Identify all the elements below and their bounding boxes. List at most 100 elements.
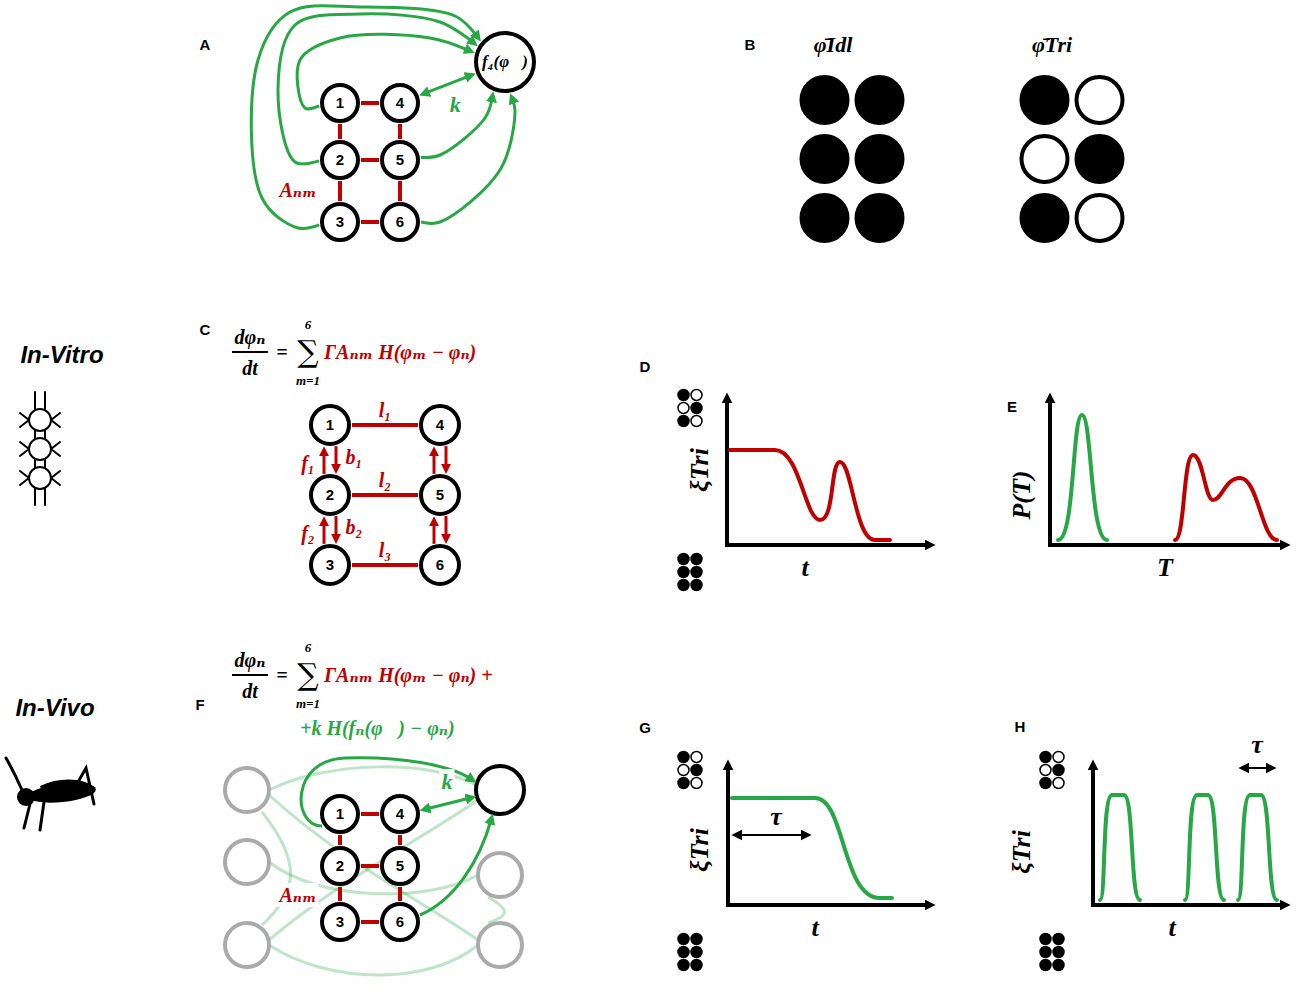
figure-label: dφₙ [235, 648, 266, 672]
figure-label: t [811, 913, 818, 943]
label-holder: ξTri [685, 448, 715, 492]
node-label: 4 [436, 417, 444, 434]
figure-label: ξTri [685, 448, 715, 492]
pattern-icon-dot [1040, 934, 1051, 945]
insect-icon [17, 779, 97, 806]
circle-node: 5 [380, 140, 420, 180]
node-label: 4 [396, 806, 404, 823]
figure-label: dφₙ [235, 325, 266, 349]
figure-label: τ [1251, 730, 1263, 760]
label-holder: ΓAₙₘ H(φₘ − φₙ) + [324, 663, 493, 687]
connector [361, 101, 379, 105]
pattern-icon-dot [1040, 960, 1051, 971]
neuron-chain-icon [20, 392, 60, 505]
figure-label: ξTri [685, 828, 715, 872]
phase-pattern-dot [1077, 195, 1123, 241]
faint-couplings [262, 767, 505, 975]
neuron-link [35, 428, 45, 442]
connector [421, 99, 515, 223]
plot-curves [730, 415, 1277, 900]
edge-label: b₂ [344, 516, 365, 539]
grey-neuron [478, 923, 522, 967]
insect-body [27, 780, 97, 805]
label-holder: dφₙ [235, 648, 266, 672]
connector [335, 516, 338, 538]
neuron-body [29, 409, 51, 431]
phase-pattern-dot [1077, 77, 1123, 123]
circle-node: 5 [419, 474, 461, 516]
faint-link [262, 812, 291, 925]
label-holder: ξTri [685, 828, 715, 872]
pattern-icon-dot [691, 403, 702, 414]
label-holder: dt [242, 357, 258, 380]
circle-node: f₄(φ⃗) [474, 31, 536, 93]
pattern-icon-dot [1053, 960, 1064, 971]
phase-pattern-dot [802, 195, 848, 241]
figure-label: F [195, 696, 204, 713]
neurite [20, 413, 60, 485]
tau-arrow [738, 834, 805, 836]
edge-label: k [448, 92, 463, 118]
insect-wing [40, 779, 96, 792]
label-holder: = [276, 341, 287, 364]
pattern-icon-dot [1053, 947, 1064, 958]
phase-pattern [802, 77, 903, 241]
faint-link [269, 945, 478, 975]
pattern-icon-dot [678, 752, 689, 763]
edge-label-holder: b₁ [344, 446, 365, 469]
pattern-icon-dot [691, 567, 702, 578]
pattern-icon-dot [691, 416, 702, 427]
connector [398, 835, 402, 845]
connector [323, 522, 326, 544]
circle-node: 4 [380, 794, 420, 834]
figure-label: t [801, 553, 808, 583]
pattern-icon-dot [691, 947, 702, 958]
label-holder: ξTri [1007, 830, 1037, 874]
figure-label: m=1 [296, 696, 320, 712]
circle-node: 3 [320, 202, 360, 242]
label-holder: m=1 [296, 694, 320, 712]
green-curve [732, 798, 892, 898]
connector [398, 887, 402, 901]
pattern-icon-dot [678, 567, 689, 578]
x-axis [726, 903, 929, 907]
connector [352, 423, 418, 427]
grey-neuron [478, 853, 522, 897]
label-holder: T [1157, 553, 1173, 583]
green-curve [1058, 415, 1107, 540]
pattern-icon [1040, 934, 1064, 971]
figure-label: G [639, 719, 651, 736]
node-label: 5 [436, 487, 444, 504]
edge-label: f₂ [299, 522, 317, 545]
figure-label: E [1007, 398, 1017, 415]
circle-node: 4 [380, 83, 420, 123]
figure-label: P(T) [1007, 470, 1037, 519]
circle-node: 5 [380, 846, 420, 886]
circle-node: 6 [380, 902, 420, 942]
figure-label: 6 [305, 640, 312, 656]
circle-node: 2 [320, 140, 360, 180]
connector [352, 493, 418, 497]
faint-link [269, 795, 478, 940]
label-holder: C [200, 321, 211, 339]
pattern-icon-dot [1053, 765, 1064, 776]
circle-node: 3 [320, 902, 360, 942]
figure-label: k [440, 769, 455, 795]
edge-label: l₃ [377, 539, 394, 562]
label-holder: In-Vitro [20, 341, 103, 369]
label-holder: k [440, 769, 455, 795]
connector [433, 522, 436, 544]
circle-node: 6 [380, 202, 420, 242]
red-curve [730, 450, 890, 540]
label-holder: G [639, 719, 651, 737]
label-holder: t [811, 913, 818, 943]
label-holder: φ̄Tri [1032, 32, 1072, 58]
figure-label: t [1168, 913, 1175, 943]
connector [323, 452, 326, 474]
fraction-bar [232, 352, 268, 675]
label-holder: Aₙₘ [277, 178, 318, 202]
circle-node: 2 [309, 474, 351, 516]
connector [278, 14, 473, 164]
pattern-icon-dot [678, 403, 689, 414]
connector [338, 835, 342, 845]
